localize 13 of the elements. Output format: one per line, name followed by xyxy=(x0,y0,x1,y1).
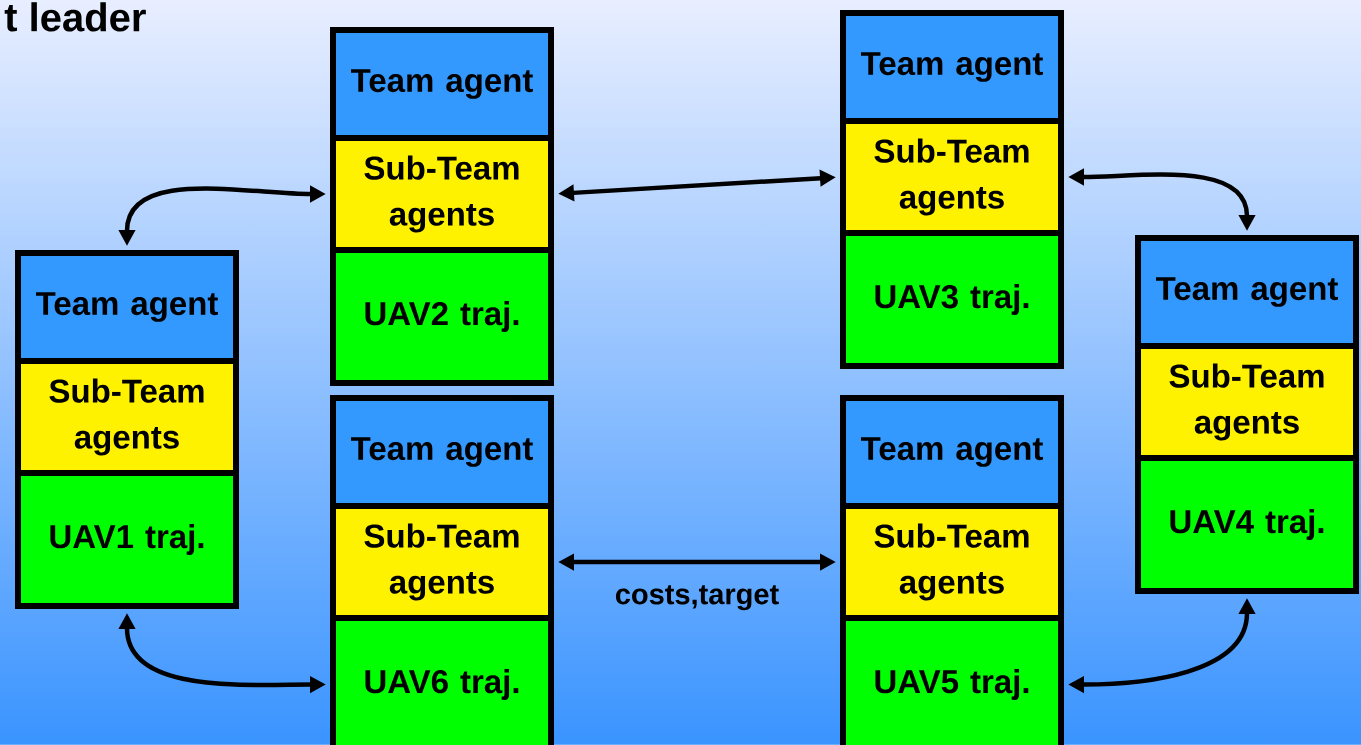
agent-box: Team agent xyxy=(1135,235,1359,349)
trajectory-box: UAV5 traj. xyxy=(840,615,1064,745)
agent-box: Team agent xyxy=(840,395,1064,509)
agent-box: Team agent xyxy=(15,250,239,364)
slide-title: t leader xyxy=(4,2,146,32)
sub-team-box: Sub-Team agents xyxy=(330,135,554,253)
edge-label: costs,target xyxy=(615,585,779,611)
agent-box: Team agent xyxy=(330,27,554,141)
agent-box: Team agent xyxy=(330,395,554,509)
trajectory-box: UAV6 traj. xyxy=(330,615,554,745)
trajectory-box: UAV2 traj. xyxy=(330,247,554,386)
sub-team-box: Sub-Team agents xyxy=(840,118,1064,236)
agent-box: Team agent xyxy=(840,10,1064,124)
